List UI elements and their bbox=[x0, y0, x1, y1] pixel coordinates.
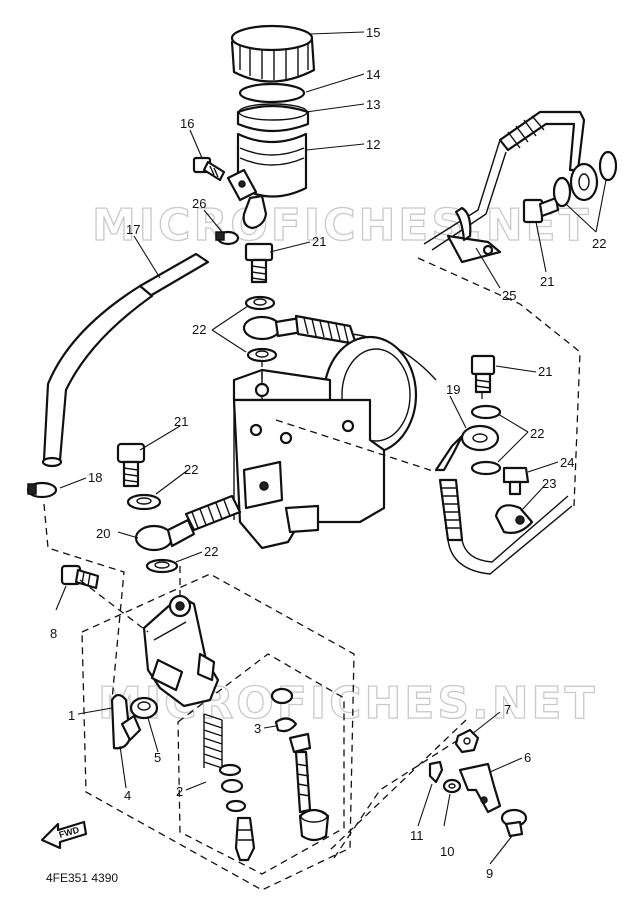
nut-7 bbox=[454, 728, 480, 754]
callout-numbers: 15 14 13 12 16 26 17 21 22 18 21 22 20 2… bbox=[50, 25, 606, 881]
callout-13: 13 bbox=[366, 97, 380, 112]
banjo-fitting-right-top bbox=[569, 162, 599, 202]
callout-4: 4 bbox=[124, 788, 131, 803]
watermark-top: MICROFICHES.NET bbox=[92, 200, 592, 251]
reservoir-hose-17 bbox=[41, 252, 210, 468]
bolt-16 bbox=[192, 156, 226, 182]
callout-21-top: 21 bbox=[312, 234, 326, 249]
brake-hose-19 bbox=[438, 478, 573, 575]
union-bolt-21-mid-right bbox=[470, 354, 496, 394]
callout-22-lower: 22 bbox=[204, 544, 218, 559]
banjo-fitting-top bbox=[242, 314, 437, 381]
union-bolt-21-left bbox=[116, 442, 146, 488]
callout-8: 8 bbox=[50, 626, 57, 641]
callout-3: 3 bbox=[254, 721, 261, 736]
union-bolt-21-top bbox=[244, 242, 274, 284]
copper-washer-22-mid-b bbox=[470, 460, 502, 476]
callout-17: 17 bbox=[126, 222, 140, 237]
master-cylinder-body bbox=[142, 594, 220, 708]
copper-washer-22-left bbox=[126, 493, 162, 511]
callout-22-top: 22 bbox=[192, 322, 206, 337]
callout-22-left: 22 bbox=[184, 462, 198, 477]
reservoir-cap bbox=[230, 24, 316, 83]
callout-16: 16 bbox=[180, 116, 194, 131]
copper-washer-22-right-top-a bbox=[552, 176, 572, 208]
callout-9: 9 bbox=[486, 866, 493, 881]
callout-22-mid-right: 22 bbox=[530, 426, 544, 441]
reservoir-diaphragm-plate bbox=[238, 82, 306, 104]
clamp-23 bbox=[494, 504, 534, 534]
hose-clamp-18 bbox=[26, 481, 58, 499]
hose-clamp-26 bbox=[215, 230, 240, 246]
hydraulic-unit bbox=[232, 335, 418, 550]
piston-spring-2 bbox=[203, 713, 256, 862]
copper-washer-22-mid-a bbox=[470, 404, 502, 420]
callout-24: 24 bbox=[560, 455, 574, 470]
grommet-5 bbox=[129, 696, 159, 720]
clevis-6 bbox=[458, 762, 502, 814]
copper-washer-22-top-b bbox=[246, 347, 278, 363]
callout-7: 7 bbox=[504, 702, 511, 717]
callout-21-right-top: 21 bbox=[540, 274, 554, 289]
leader-lines bbox=[55, 31, 607, 865]
callout-22-right-top: 22 bbox=[592, 236, 606, 251]
cotter-pin-11 bbox=[428, 760, 444, 784]
callout-15: 15 bbox=[366, 25, 380, 40]
bolt-8 bbox=[60, 564, 100, 590]
reservoir-diaphragm bbox=[236, 103, 310, 133]
copper-washer-22-top-a bbox=[244, 295, 276, 311]
brake-line-right bbox=[423, 110, 586, 251]
bolt-24 bbox=[502, 466, 530, 496]
piston-rod bbox=[270, 687, 312, 814]
callout-6: 6 bbox=[524, 750, 531, 765]
washer-10 bbox=[442, 778, 462, 794]
callout-5: 5 bbox=[154, 750, 161, 765]
copper-washer-22-right-top-b bbox=[598, 150, 618, 182]
forward-arrow-icon: FWD bbox=[40, 820, 88, 850]
reservoir-body bbox=[226, 132, 308, 230]
bracket-25 bbox=[446, 206, 502, 264]
copper-washer-22-lower bbox=[145, 558, 179, 574]
callout-1: 1 bbox=[68, 708, 75, 723]
banjo-fitting-19 bbox=[434, 424, 500, 472]
callout-26: 26 bbox=[192, 196, 206, 211]
pin-9 bbox=[500, 808, 528, 838]
piston-kit-boundary bbox=[177, 653, 345, 875]
hose-joint-4 bbox=[110, 693, 142, 750]
callout-14: 14 bbox=[366, 67, 380, 82]
callout-12: 12 bbox=[366, 137, 380, 152]
assembly-lines bbox=[43, 257, 581, 859]
callout-2: 2 bbox=[176, 784, 183, 799]
callout-21-left: 21 bbox=[174, 414, 188, 429]
drawing-code: 4FE351 4390 bbox=[46, 871, 118, 885]
callout-11: 11 bbox=[410, 828, 424, 843]
rod-boot bbox=[298, 808, 330, 842]
callout-25: 25 bbox=[502, 288, 516, 303]
callout-20: 20 bbox=[96, 526, 110, 541]
callout-19: 19 bbox=[446, 382, 460, 397]
callout-23: 23 bbox=[542, 476, 556, 491]
callout-21-mid-right: 21 bbox=[538, 364, 552, 379]
callout-10: 10 bbox=[440, 844, 454, 859]
callout-18: 18 bbox=[88, 470, 102, 485]
banjo-hose-20 bbox=[134, 494, 242, 552]
circlip-3 bbox=[274, 717, 298, 733]
master-cylinder-boundary bbox=[81, 573, 355, 891]
union-bolt-21-right-top bbox=[522, 196, 560, 224]
